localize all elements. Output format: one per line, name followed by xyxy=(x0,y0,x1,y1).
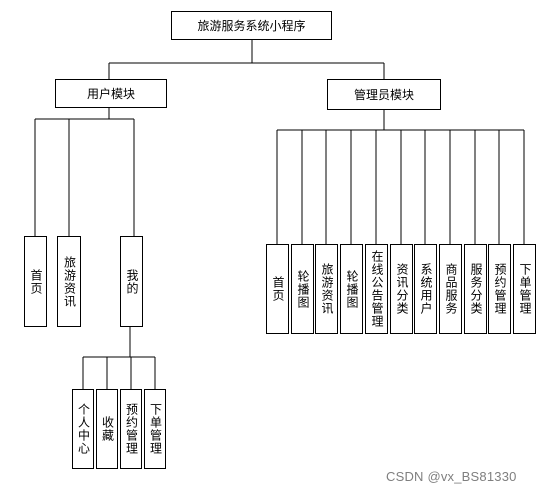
admin-node-label: 轮播图 xyxy=(296,269,310,309)
user-node-travel-news: 旅游资讯 xyxy=(57,236,81,327)
admin-node-carousel: 轮播图 xyxy=(291,244,314,334)
root-node: 旅游服务系统小程序 xyxy=(171,11,332,40)
mine-node-label: 预约管理 xyxy=(124,403,139,455)
mine-node-label: 个人中心 xyxy=(76,403,91,455)
admin-node-label: 资讯分类 xyxy=(395,263,409,315)
admin-node-goods-services: 商品服务 xyxy=(439,244,462,334)
mine-node-label: 下单管理 xyxy=(148,403,163,455)
admin-node-news-category: 资讯分类 xyxy=(390,244,413,334)
mine-node-favorites: 收藏 xyxy=(96,389,118,469)
admin-module-node: 管理员模块 xyxy=(327,79,441,110)
admin-node-system-users: 系统用户 xyxy=(414,244,437,334)
admin-node-travel-news: 旅游资讯 xyxy=(315,244,338,334)
admin-node-booking: 预约管理 xyxy=(488,244,511,334)
admin-node-label: 首页 xyxy=(271,276,285,302)
watermark-text: CSDN @vx_BS81330 xyxy=(386,469,517,484)
admin-node-label: 在线公告管理 xyxy=(370,250,384,328)
user-node-label: 首页 xyxy=(29,268,43,295)
mine-node-booking: 预约管理 xyxy=(120,389,142,469)
user-node-label: 旅游资讯 xyxy=(62,255,77,308)
admin-module-label: 管理员模块 xyxy=(353,88,414,102)
user-node-mine: 我的 xyxy=(120,236,143,327)
mine-node-personal-center: 个人中心 xyxy=(72,389,94,469)
admin-node-label: 下单管理 xyxy=(518,263,532,315)
admin-node-announcements: 在线公告管理 xyxy=(365,244,388,334)
admin-node-carousel-2: 轮播图 xyxy=(340,244,363,334)
admin-node-service-category: 服务分类 xyxy=(464,244,487,334)
user-node-label: 我的 xyxy=(125,268,139,295)
user-module-label: 用户模块 xyxy=(86,87,135,101)
admin-node-label: 系统用户 xyxy=(419,263,433,315)
admin-node-label: 商品服务 xyxy=(444,263,458,315)
admin-node-orders: 下单管理 xyxy=(513,244,536,334)
admin-node-home: 首页 xyxy=(266,244,289,334)
user-module-node: 用户模块 xyxy=(55,79,167,108)
mine-node-orders: 下单管理 xyxy=(144,389,166,469)
admin-node-label: 旅游资讯 xyxy=(320,263,334,315)
admin-node-label: 轮播图 xyxy=(345,269,359,309)
mine-node-label: 收藏 xyxy=(100,416,115,442)
admin-node-label: 服务分类 xyxy=(469,263,483,315)
user-node-home: 首页 xyxy=(24,236,47,327)
admin-node-label: 预约管理 xyxy=(493,263,507,315)
root-label: 旅游服务系统小程序 xyxy=(197,19,306,33)
